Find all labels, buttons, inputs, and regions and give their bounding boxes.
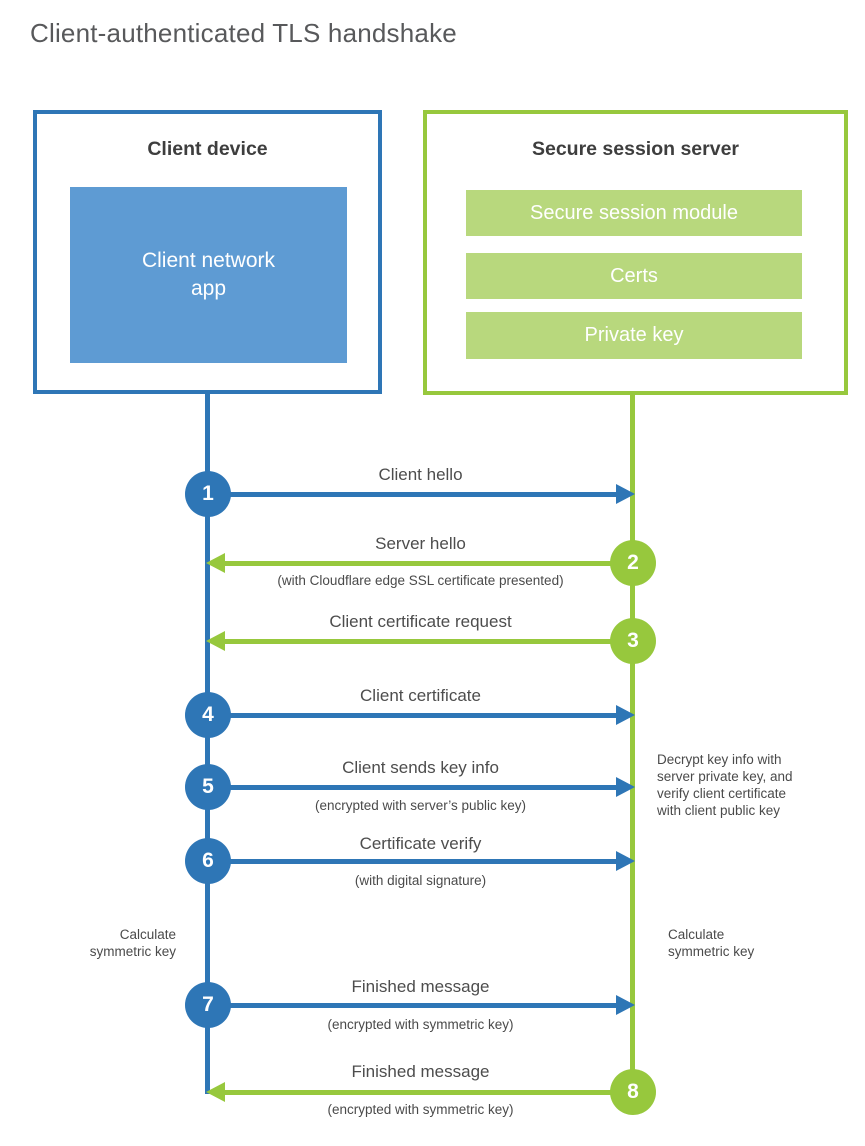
secure-session-server-box: Secure session server Secure session mod… — [423, 110, 848, 395]
secure-session-server-title: Secure session server — [531, 138, 740, 160]
calculate-symmetric-key-note-client: Calculate symmetric key — [89, 927, 176, 959]
step-7-arrowhead-right-icon — [616, 995, 635, 1015]
step-6-sublabel: (with digital signature) — [354, 873, 487, 888]
step-6-arrowhead-right-icon — [616, 851, 635, 871]
page-title: Client-authenticated TLS handshake — [30, 18, 457, 48]
step-5-sublabel: (encrypted with server’s public key) — [314, 798, 527, 813]
decrypt-key-info-note: Decrypt key info with server private key… — [657, 752, 793, 818]
server-lifeline — [630, 394, 635, 1094]
server-module-secure-session: Secure session module — [466, 190, 802, 236]
step-8-sublabel: (encrypted with symmetric key) — [327, 1102, 514, 1117]
step-4-number-badge: 4 — [185, 692, 231, 738]
step-8-number-badge: 8 — [610, 1069, 656, 1115]
step-7-number-badge: 7 — [185, 982, 231, 1028]
step-6-arrow-line — [230, 859, 617, 864]
step-1-arrow-line — [230, 492, 617, 497]
step-2-arrow-line — [224, 561, 611, 566]
server-module-private-key: Private key — [466, 312, 802, 359]
step-4-arrow-line — [230, 713, 617, 718]
server-module-certs: Certs — [466, 253, 802, 299]
step-3-arrow-line — [224, 639, 611, 644]
step-1-number-badge: 1 — [185, 471, 231, 517]
step-8-arrow-line — [224, 1090, 611, 1095]
step-5-arrowhead-right-icon — [616, 777, 635, 797]
step-1-arrowhead-right-icon — [616, 484, 635, 504]
step-7-label: Finished message — [351, 977, 490, 996]
step-4-arrowhead-right-icon — [616, 705, 635, 725]
step-4-label: Client certificate — [360, 686, 481, 705]
step-6-label: Certificate verify — [359, 834, 482, 853]
step-1-label: Client hello — [378, 465, 463, 484]
client-device-title: Client device — [147, 138, 268, 160]
step-7-sublabel: (encrypted with symmetric key) — [327, 1017, 514, 1032]
step-6-number-badge: 6 — [185, 838, 231, 884]
step-7-arrow-line — [230, 1003, 617, 1008]
client-network-app-label: Client network app — [141, 249, 276, 300]
step-2-number-badge: 2 — [610, 540, 656, 586]
step-8-label: Finished message — [351, 1062, 490, 1081]
step-2-label: Server hello — [375, 534, 466, 553]
step-3-label: Client certificate request — [329, 612, 512, 631]
step-3-number-badge: 3 — [610, 618, 656, 664]
calculate-symmetric-key-note-server: Calculate symmetric key — [668, 927, 755, 959]
client-lifeline — [205, 393, 210, 1094]
client-device-box: Client device Client network app — [33, 110, 382, 394]
step-3-arrowhead-left-icon — [206, 631, 225, 651]
step-5-number-badge: 5 — [185, 764, 231, 810]
step-5-label: Client sends key info — [342, 758, 499, 777]
client-network-app-box: Client network app — [70, 187, 347, 363]
step-2-arrowhead-left-icon — [206, 553, 225, 573]
step-2-sublabel: (with Cloudflare edge SSL certificate pr… — [277, 573, 564, 588]
step-5-arrow-line — [230, 785, 617, 790]
step-8-arrowhead-left-icon — [206, 1082, 225, 1102]
